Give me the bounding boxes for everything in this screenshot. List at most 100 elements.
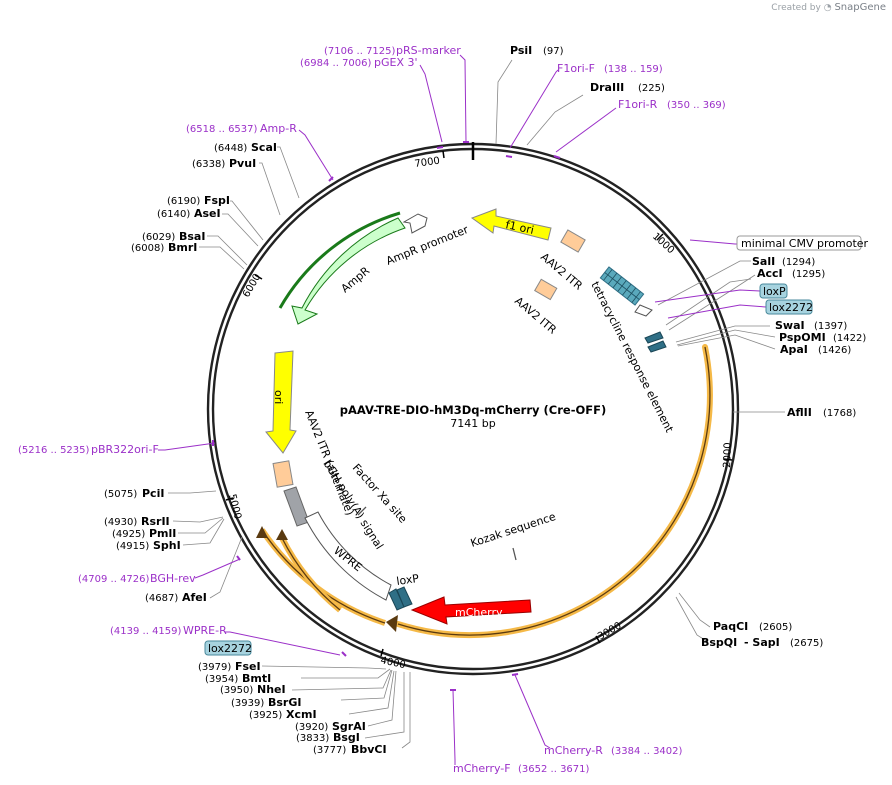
- ori-label: ori: [272, 390, 285, 404]
- primer-mcherry-f: mCherry-F: [453, 762, 511, 775]
- site-afei: AfeI: [182, 591, 207, 604]
- site-bbvci-pos: (3777): [313, 745, 346, 756]
- tick-4000: 4000: [379, 655, 406, 671]
- site-draiii-pos: (225): [638, 83, 665, 94]
- primer-wpre-r: WPRE-R: [183, 624, 227, 637]
- primer-f1ori-f: F1ori-F: [557, 62, 595, 75]
- site-bsrgi-pos: (3939): [231, 698, 264, 709]
- tick-5000: 5000: [226, 493, 243, 520]
- aav2-itr-1-block: [560, 229, 586, 253]
- site-paqci: PaqCI: [713, 620, 748, 633]
- site-psii-pos: (97): [543, 46, 564, 57]
- mcherry-label: mCherry: [455, 606, 503, 619]
- primer-f1ori-r-range: (350 .. 369): [667, 100, 726, 111]
- site-aflii: AflII: [787, 406, 812, 419]
- site-bsgi-pos: (3833): [296, 733, 329, 744]
- site-pcii-pos: (5075): [104, 489, 137, 500]
- primer-pgex-range: (6984 .. 7006): [300, 58, 372, 69]
- tre-block: [599, 266, 645, 306]
- site-acci-pos: (1295): [792, 269, 825, 280]
- primer-prs-marker-range: (7106 .. 7125): [324, 46, 396, 57]
- f1-ori-arrow: [470, 208, 552, 241]
- cmv-label: minimal CMV promoter: [741, 237, 869, 250]
- site-pspomi: PspOMI: [779, 331, 826, 344]
- site-xcmi-pos: (3925): [249, 710, 282, 721]
- watermark-brand: SnapGene: [834, 2, 886, 13]
- site-fsei-pos: (3979): [198, 662, 231, 673]
- site-bspqi-pos: (2675): [790, 638, 823, 649]
- loxp-label-box: [759, 283, 788, 299]
- site-sgrai: SgrAI: [332, 720, 366, 733]
- lox2272-bottom-box: [204, 640, 252, 656]
- snapgene-logo-icon: ◔: [823, 3, 832, 13]
- site-bmri-pos: (6008): [131, 243, 164, 254]
- site-asei: AseI: [194, 207, 221, 220]
- primer-pbr322ori-f: pBR322ori-F: [91, 443, 159, 456]
- tick-7000: 7000: [414, 156, 441, 170]
- factor-xa-mark: [357, 506, 367, 516]
- primer-wpre-r-range: (4139 .. 4159): [110, 626, 182, 637]
- orf-arrow-right-head: [386, 615, 398, 632]
- site-swai: SwaI: [775, 319, 805, 332]
- mcherry-arrow: [410, 596, 532, 625]
- tick-2000: 2000: [722, 442, 734, 468]
- primer-prs-marker: pRS-marker: [396, 44, 461, 57]
- site-rsrii: RsrII: [141, 515, 170, 528]
- primer-f1ori-r: F1ori-R: [618, 98, 658, 111]
- ampr-label: AmpR: [339, 264, 373, 295]
- aav2-itr-alt-block: [272, 460, 294, 488]
- site-pmli: PmlI: [149, 527, 176, 540]
- primer-amp-r: Amp-R: [260, 122, 297, 135]
- primer-amp-r-range: (6518 .. 6537): [186, 124, 258, 135]
- site-asei-pos: (6140): [157, 209, 190, 220]
- lox2272-top-box: [765, 299, 813, 315]
- site-paqci-pos: (2605): [759, 622, 792, 633]
- site-bsai-pos: (6029): [142, 232, 175, 243]
- site-nhei: NheI: [257, 683, 286, 696]
- ampr-arrow: [291, 217, 406, 325]
- plasmid-name: pAAV-TRE-DIO-hM3Dq-mCherry (Cre-OFF): [340, 403, 606, 417]
- site-pvui: PvuI: [229, 157, 256, 170]
- site-afei-pos: (4687): [145, 593, 178, 604]
- kozak-mark: [512, 547, 517, 561]
- site-bsai: BsaI: [179, 230, 205, 243]
- site-bspqi: BspQI: [701, 636, 737, 649]
- tick-marks: [225, 150, 733, 657]
- orf-arrow-left-b-head: [276, 529, 288, 540]
- site-bmti-pos: (3954): [205, 674, 238, 685]
- site-pcii: PciI: [142, 487, 164, 500]
- primer-pbr322ori-f-range: (5216 .. 5235): [18, 445, 90, 456]
- orf-arrow-left-a-head: [256, 526, 268, 538]
- wpre-arrow: [304, 511, 392, 601]
- loxp-inner-label: loxP: [396, 572, 421, 588]
- site-sgrai-pos: (3920): [295, 722, 328, 733]
- watermark: Created by ◔ SnapGene: [771, 2, 886, 13]
- primer-bgh-rev: BGH-rev: [150, 572, 196, 585]
- bgh-polya-block: [283, 486, 310, 527]
- site-fspi: FspI: [204, 194, 230, 207]
- site-acci: AccI: [757, 267, 783, 280]
- primer-ticks: [212, 141, 561, 691]
- cmv-arrow: [634, 304, 653, 317]
- lox2272-top-label: lox2272: [769, 301, 813, 314]
- f1-ori-label: f1 ori: [504, 218, 535, 237]
- kozak-label: Kozak sequence: [469, 510, 558, 550]
- site-sapi: - SapI: [744, 636, 780, 649]
- aav2-itr-2-block: [534, 278, 558, 301]
- ampr-outer-line: [278, 211, 401, 309]
- site-draiii: DraIII: [590, 81, 624, 94]
- site-swai-pos: (1397): [814, 321, 847, 332]
- lox-right-symbols: [644, 331, 667, 353]
- primer-bgh-rev-range: (4709 .. 4726): [78, 574, 150, 585]
- site-pvui-pos: (6338): [192, 159, 225, 170]
- site-pspomi-pos: (1422): [833, 333, 866, 344]
- primer-f1ori-f-range: (138 .. 159): [604, 64, 663, 75]
- site-sali: SalI: [752, 255, 775, 268]
- primer-mcherry-f-range: (3652 .. 3671): [518, 764, 590, 775]
- site-pmli-pos: (4925): [112, 529, 145, 540]
- site-apai-pos: (1426): [818, 345, 851, 356]
- primer-mcherry-r: mCherry-R: [544, 744, 603, 757]
- site-bmri: BmrI: [168, 241, 197, 254]
- site-sphi-pos: (4915): [116, 541, 149, 552]
- site-aflii-pos: (1768): [823, 408, 856, 419]
